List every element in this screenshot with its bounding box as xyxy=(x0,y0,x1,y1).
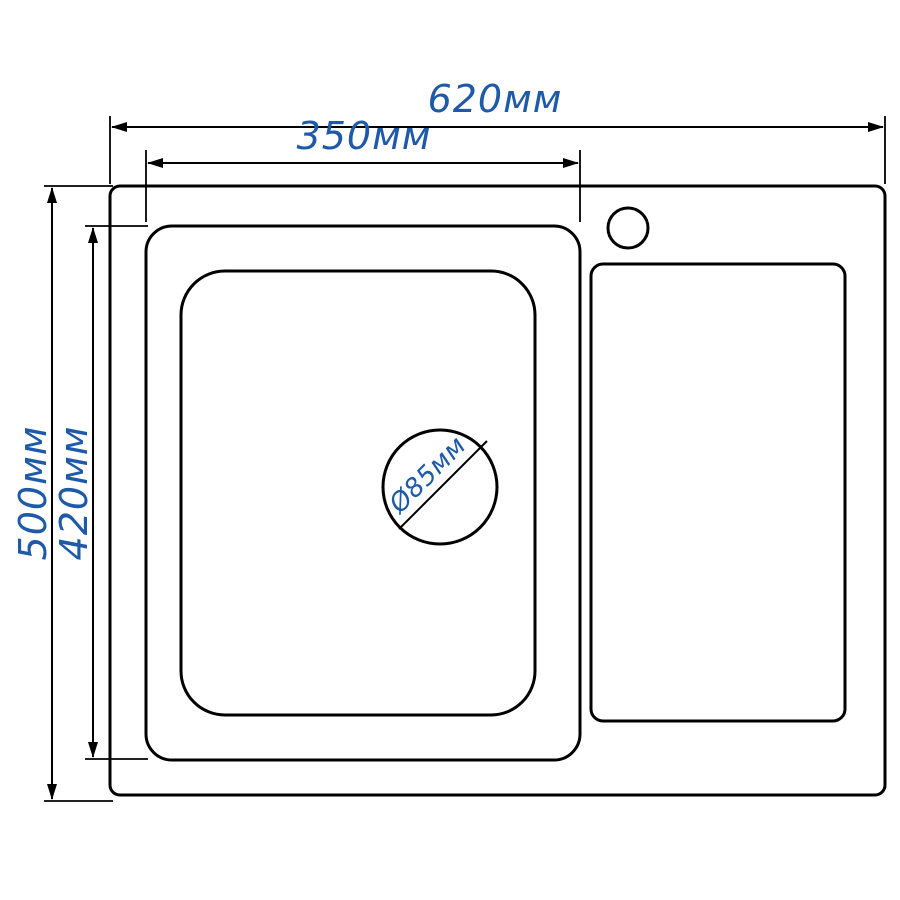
bowl-width-label: 350мм xyxy=(297,114,432,158)
faucet-hole xyxy=(606,206,650,250)
bowl-inner-wall xyxy=(179,269,537,717)
bowl-height-label: 420мм xyxy=(52,426,96,561)
overall-height-label: 500мм xyxy=(11,426,55,561)
drain-diameter-line xyxy=(398,440,488,530)
drainboard-panel xyxy=(589,262,847,723)
overall-width-label: 620мм xyxy=(428,77,563,121)
